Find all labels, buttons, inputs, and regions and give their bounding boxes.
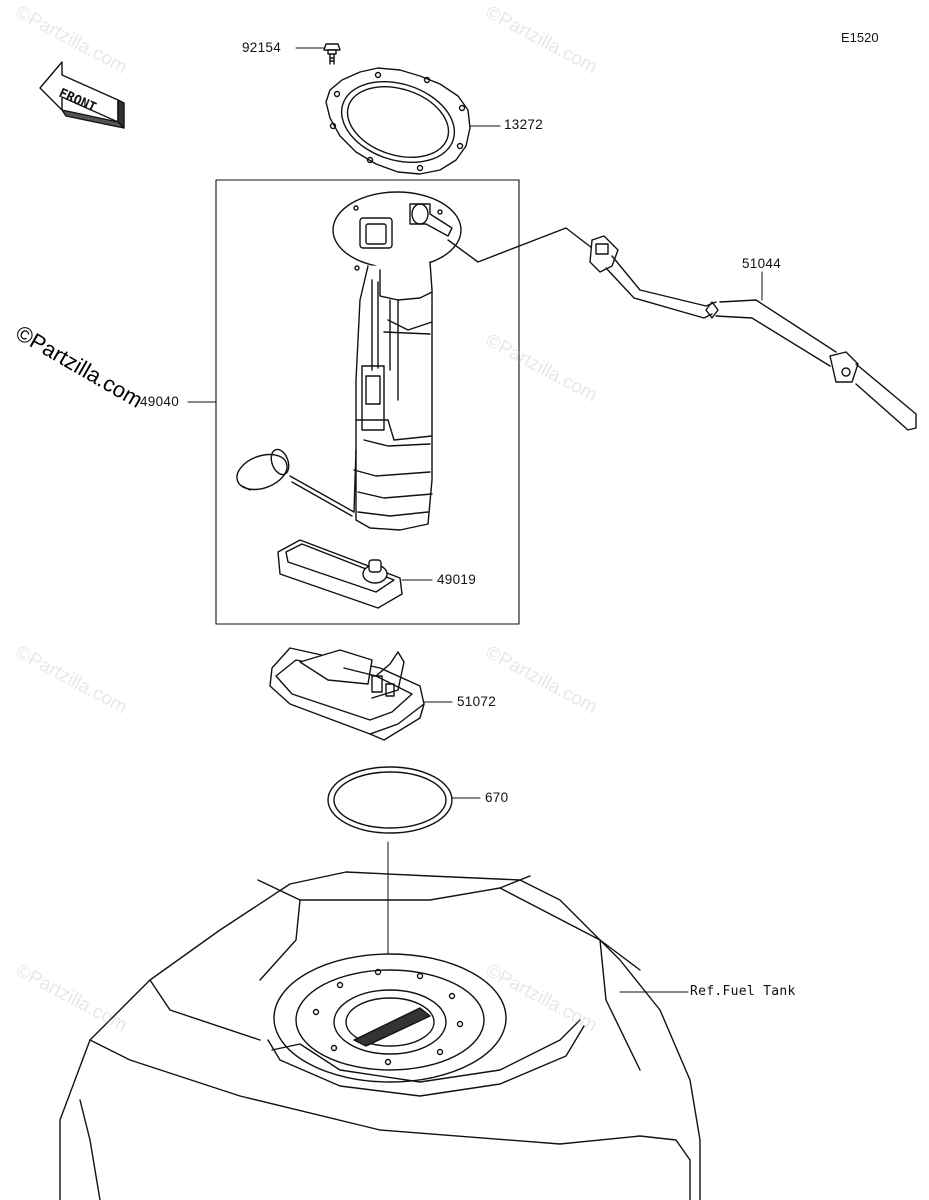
pump-base-icon	[269, 647, 425, 741]
fuel-hose-icon	[447, 227, 917, 431]
fuel-filter-icon	[277, 539, 403, 609]
fuel-tank-icon	[59, 871, 701, 1200]
o-ring-icon	[327, 766, 453, 834]
part-label-filter[interactable]: 49019	[437, 572, 477, 587]
part-label-bolt[interactable]: 92154	[242, 40, 282, 55]
part-label-fuel-pump-assembly[interactable]: 49040	[140, 394, 180, 409]
diagram-code: E1520	[841, 30, 879, 45]
part-label-fuel-tank-ref[interactable]: Ref.Fuel Tank	[690, 984, 796, 999]
part-label-pump-base[interactable]: 51072	[457, 694, 497, 709]
bolt-icon	[323, 43, 341, 65]
front-arrow-icon	[39, 61, 125, 129]
part-label-o-ring[interactable]: 670	[485, 790, 509, 805]
part-label-gasket-plate[interactable]: 13272	[504, 117, 544, 132]
fuel-pump-icon	[236, 191, 462, 531]
part-label-hose[interactable]: 51044	[742, 256, 782, 271]
gasket-plate-icon	[325, 67, 471, 175]
